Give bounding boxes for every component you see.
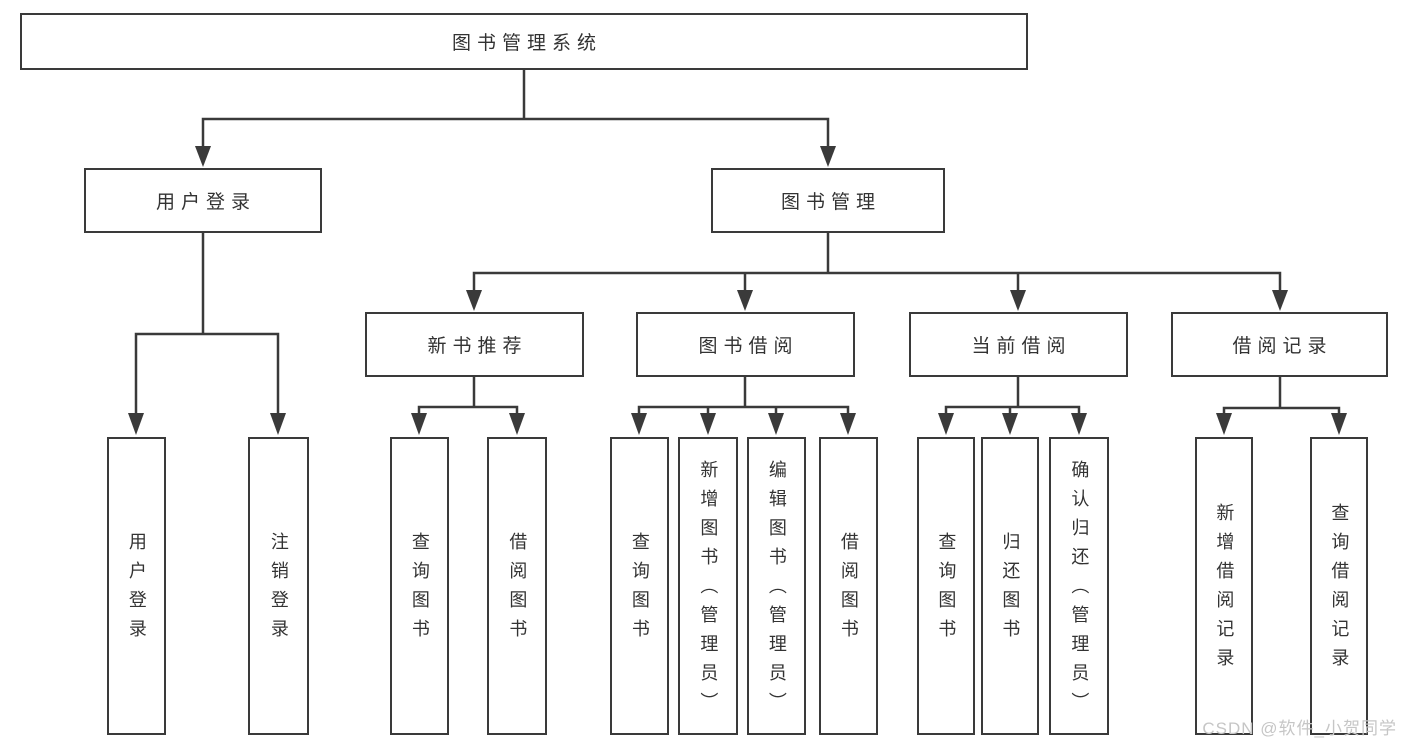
node-user-login: 用户登录 <box>84 168 322 233</box>
leaf-recommend-query-books: 查询图书 <box>390 437 449 735</box>
leaf-current-query-books-label: 查询图书 <box>936 532 957 648</box>
leaf-borrow-book: 借阅图书 <box>819 437 878 735</box>
csdn-watermark: CSDN @软件_小贺同学 <box>1202 719 1397 738</box>
node-book-borrow: 图书借阅 <box>636 312 855 377</box>
node-borrow-records: 借阅记录 <box>1171 312 1388 377</box>
leaf-edit-book-admin: 编辑图书（管理员） <box>747 437 806 735</box>
node-current-borrow: 当前借阅 <box>909 312 1128 377</box>
leaf-query-borrow-record-label: 查询借阅记录 <box>1329 503 1350 677</box>
node-root-label: 图书管理系统 <box>451 33 602 54</box>
node-book-management: 图书管理 <box>711 168 945 233</box>
leaf-add-borrow-record-label: 新增借阅记录 <box>1214 503 1235 677</box>
node-new-book-recommend: 新书推荐 <box>365 312 584 377</box>
leaf-user-login: 用户登录 <box>107 437 166 735</box>
arrowheads <box>128 146 1347 435</box>
leaf-borrow-query-books-label: 查询图书 <box>629 532 650 648</box>
leaf-user-login-label: 用户登录 <box>126 532 147 648</box>
leaf-recommend-borrow-books: 借阅图书 <box>487 437 547 735</box>
leaf-borrow-query-books: 查询图书 <box>610 437 669 735</box>
leaf-return-book: 归还图书 <box>981 437 1039 735</box>
node-current-borrow-label: 当前借阅 <box>971 336 1072 357</box>
leaf-add-borrow-record: 新增借阅记录 <box>1195 437 1253 735</box>
node-new-book-recommend-label: 新书推荐 <box>427 336 528 357</box>
leaf-recommend-query-books-label: 查询图书 <box>409 532 430 648</box>
node-book-borrow-label: 图书借阅 <box>698 336 799 357</box>
leaf-confirm-return-admin: 确认归还（管理员） <box>1049 437 1109 735</box>
leaf-logout: 注销登录 <box>248 437 309 735</box>
leaf-current-query-books: 查询图书 <box>917 437 975 735</box>
leaf-add-book-admin: 新增图书（管理员） <box>678 437 738 735</box>
node-root: 图书管理系统 <box>20 13 1028 70</box>
node-book-management-label: 图书管理 <box>780 192 881 213</box>
leaf-logout-label: 注销登录 <box>268 532 289 648</box>
leaf-return-book-label: 归还图书 <box>1000 532 1021 648</box>
leaf-edit-book-admin-label: 编辑图书（管理员） <box>766 459 787 721</box>
node-borrow-records-label: 借阅记录 <box>1232 336 1333 357</box>
leaf-recommend-borrow-books-label: 借阅图书 <box>507 532 528 648</box>
leaf-confirm-return-admin-label: 确认归还（管理员） <box>1069 459 1090 721</box>
leaf-borrow-book-label: 借阅图书 <box>838 532 859 648</box>
node-user-login-label: 用户登录 <box>155 192 256 213</box>
leaf-query-borrow-record: 查询借阅记录 <box>1310 437 1368 735</box>
leaf-add-book-admin-label: 新增图书（管理员） <box>698 459 719 721</box>
